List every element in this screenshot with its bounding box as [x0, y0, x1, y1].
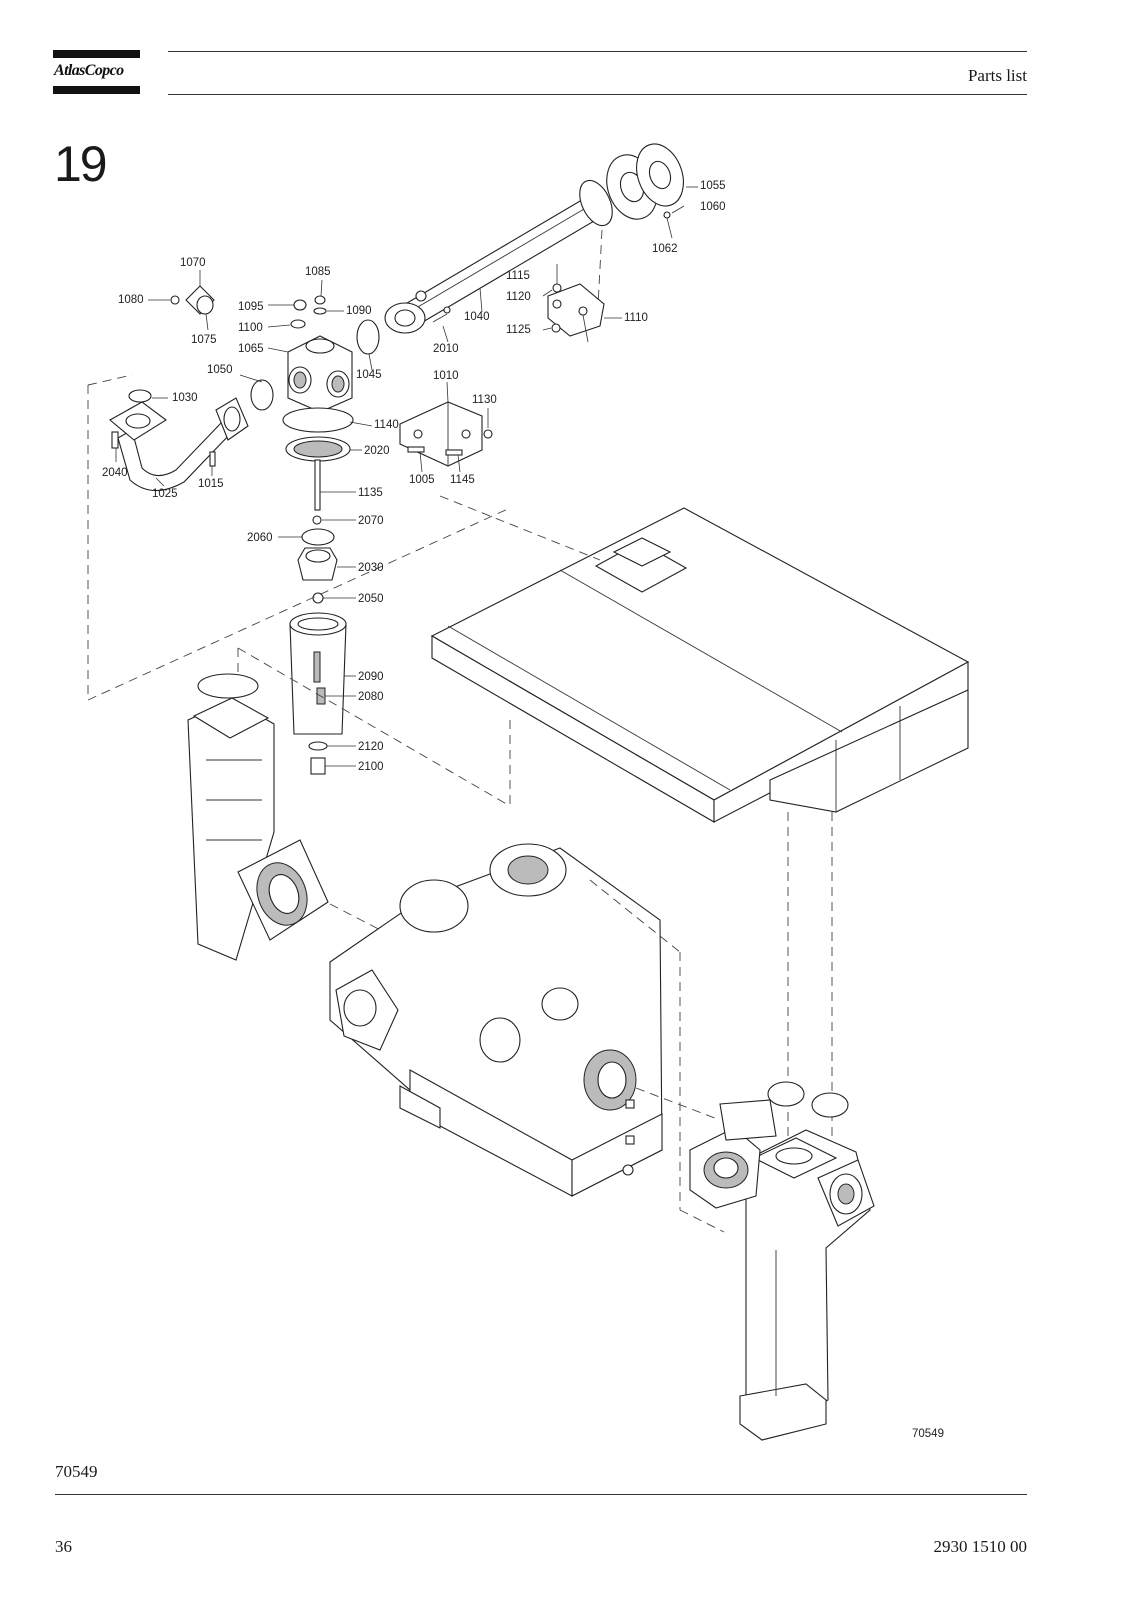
atlas-copco-logo: AtlasCopco	[53, 50, 140, 94]
callout-label: 2030	[358, 562, 384, 574]
callout-label: 1080	[118, 294, 144, 306]
header-rule-bottom	[168, 94, 1027, 95]
pipe-1040	[384, 179, 613, 334]
document-number: 2930 1510 00	[933, 1537, 1028, 1556]
callout-label: 1125	[506, 324, 531, 336]
callout-label: 1005	[409, 474, 435, 486]
callout-label: 1050	[207, 364, 233, 376]
elbow-pipe-1005	[109, 397, 249, 492]
figure-code-right: 70549	[912, 1428, 944, 1440]
callout-label: 1060	[700, 201, 726, 213]
callout-label: 2120	[358, 741, 384, 753]
callout-labels: 1070 1085 1055 1060 1062 1080 1095 1090 …	[102, 180, 944, 1440]
callout-label: 1120	[506, 291, 531, 303]
outlet-column	[689, 1099, 875, 1441]
callout-label: 1010	[433, 370, 459, 382]
callout-label: 1070	[180, 257, 206, 269]
callout-label: 1075	[191, 334, 217, 346]
callout-label: 1062	[652, 243, 678, 255]
callout-label: 1110	[624, 312, 648, 324]
callout-label: 1130	[472, 394, 497, 406]
flange-1055	[606, 143, 684, 220]
callout-label: 2080	[358, 691, 384, 703]
logo-bar-bottom	[53, 86, 140, 94]
callout-label: 1115	[506, 270, 530, 282]
callout-label: 2050	[358, 593, 384, 605]
page-title: Parts list	[967, 66, 1027, 85]
callout-label: 1085	[305, 266, 331, 278]
callout-label: 1145	[450, 474, 475, 486]
callout-label: 2010	[433, 343, 459, 355]
filter-head-2050	[297, 547, 338, 581]
callout-label: 1065	[238, 343, 264, 355]
valve-housing-2010	[287, 335, 353, 413]
callout-label: 1040	[464, 311, 490, 323]
callout-label: 1095	[238, 301, 264, 313]
filter-bowl-2080	[289, 612, 347, 735]
callout-label: 1055	[700, 180, 726, 192]
callout-label: 2090	[358, 671, 384, 683]
gasket-1070	[185, 285, 215, 315]
compressor-element	[329, 843, 663, 1197]
figure-code-left: 70549	[55, 1462, 98, 1481]
cooler-block	[430, 507, 970, 823]
callout-label: 1015	[198, 478, 224, 490]
callout-label: 2060	[247, 532, 273, 544]
callout-label: 1100	[238, 322, 263, 334]
callout-label: 1045	[356, 369, 382, 381]
intake-duct	[187, 697, 329, 961]
bracket-1110	[547, 283, 605, 337]
callout-label: 1030	[172, 392, 198, 404]
callout-label: 2040	[102, 467, 128, 479]
callout-label: 1025	[152, 488, 178, 500]
callout-label: 2070	[358, 515, 384, 527]
footer-rule	[55, 1494, 1027, 1495]
callout-label: 1135	[358, 487, 383, 499]
callout-label: 1090	[346, 305, 372, 317]
callout-leaders	[115, 186, 698, 767]
bracket-1130	[399, 401, 483, 467]
page-number: 36	[55, 1537, 72, 1556]
callout-label: 1140	[374, 419, 399, 431]
header-rule-top	[168, 51, 1027, 52]
logo-bar-top	[53, 50, 140, 58]
logo-text: AtlasCopco	[54, 62, 124, 79]
callout-label: 2100	[358, 761, 384, 773]
callout-label: 2020	[364, 445, 390, 457]
section-number: 19	[54, 136, 108, 192]
